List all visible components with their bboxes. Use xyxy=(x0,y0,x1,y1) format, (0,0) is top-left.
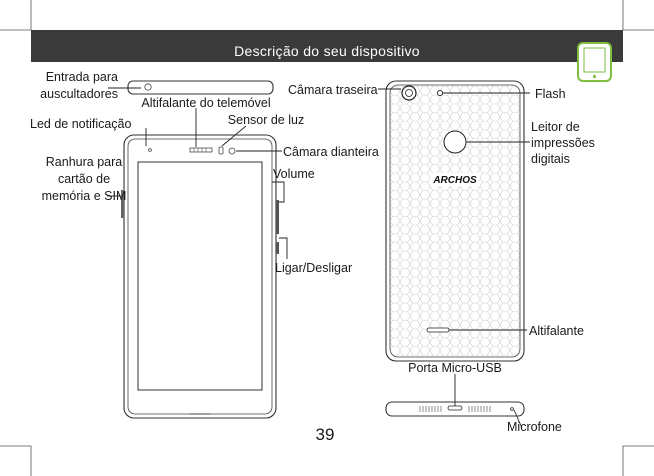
front-camera-icon xyxy=(228,147,236,155)
label-microphone: Microfone xyxy=(507,420,562,434)
phone-front xyxy=(121,80,279,419)
label-headphone-jack-1: Entrada para xyxy=(46,70,118,84)
back-labels: Câmara traseira Flash Leitor de impressõ… xyxy=(288,83,595,434)
label-speaker: Altifalante xyxy=(529,324,584,338)
rear-camera-icon xyxy=(401,85,417,101)
power-button xyxy=(276,242,279,254)
label-card-slot-3: memória e SIM xyxy=(42,189,127,203)
label-fingerprint-1: Leitor de xyxy=(531,120,580,134)
page-number: 39 xyxy=(316,425,335,444)
brand-logo: ARCHOS xyxy=(432,175,477,186)
fingerprint-sensor-icon xyxy=(443,130,467,154)
label-usb-port: Porta Micro-USB xyxy=(408,361,502,375)
label-earpiece: Altifalante do telemóvel xyxy=(141,96,270,110)
label-fingerprint-2: impressões xyxy=(531,136,595,150)
card-slot xyxy=(121,190,124,218)
led-icon xyxy=(148,148,152,152)
flash-icon xyxy=(436,89,444,97)
front-screen xyxy=(137,161,263,391)
label-rear-camera: Câmara traseira xyxy=(288,83,378,97)
phone-back: ARCHOS xyxy=(385,80,525,417)
header-bar xyxy=(31,30,623,62)
top-edge-view xyxy=(127,80,274,95)
label-card-slot-1: Ranhura para xyxy=(46,155,122,169)
label-flash: Flash xyxy=(535,87,566,101)
label-card-slot-2: cartão de xyxy=(58,172,110,186)
microphone-icon xyxy=(510,407,514,411)
speaker-grille xyxy=(426,327,450,333)
front-labels: Entrada para auscultadores Altifalante d… xyxy=(30,70,379,275)
phone-tab-icon xyxy=(577,42,612,82)
label-headphone-jack-2: auscultadores xyxy=(40,87,118,101)
label-front-camera: Câmara dianteira xyxy=(283,145,379,159)
label-light-sensor: Sensor de luz xyxy=(228,113,304,127)
light-sensor-icon xyxy=(218,146,224,155)
label-volume: Volume xyxy=(273,167,315,181)
label-power: Ligar/Desligar xyxy=(275,261,352,275)
page-title: Descrição do seu dispositivo xyxy=(234,43,420,59)
bottom-grille xyxy=(419,406,491,412)
label-notification-led: Led de notificação xyxy=(30,117,132,131)
label-fingerprint-3: digitais xyxy=(531,152,570,166)
earpiece-grille xyxy=(189,147,213,153)
callout-lines xyxy=(107,87,530,429)
volume-button xyxy=(276,200,279,234)
